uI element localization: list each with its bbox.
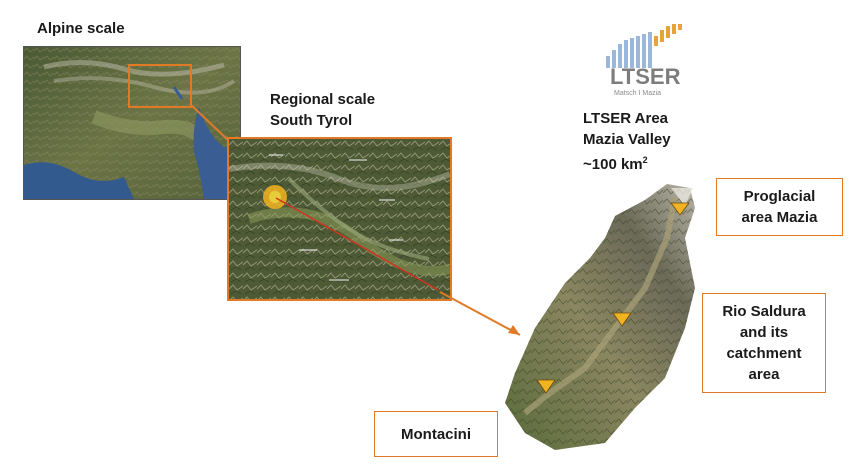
ltser-logo-subtext: Matsch I Mazia xyxy=(614,90,661,97)
alpine-to-regional-connector xyxy=(189,103,229,141)
saldura-marker xyxy=(612,312,632,327)
regional-scale-line2: South Tyrol xyxy=(270,112,353,129)
alpine-focus-box xyxy=(128,64,192,108)
callout-montacini: Montacini xyxy=(374,411,498,457)
ltser-area-line1: LTSER Area xyxy=(583,110,669,127)
saldura-line2: and its xyxy=(739,324,789,341)
regional-to-valley-connector xyxy=(439,291,521,336)
saldura-line3: catchment xyxy=(726,345,802,362)
callout-proglacial-area: Proglacial area Mazia xyxy=(716,178,843,236)
alpine-scale-label: Alpine scale xyxy=(37,20,125,37)
regional-scale-line1: Regional scale xyxy=(270,91,376,108)
mazia-valley-map xyxy=(505,184,695,450)
ltser-area-label: LTSER Area Mazia Valley ~100 km2 xyxy=(583,108,671,175)
ltser-area-value: ~100 km xyxy=(583,156,643,173)
proglacial-line1: Proglacial xyxy=(743,188,816,205)
regional-scale-label: Regional scale South Tyrol xyxy=(270,89,375,131)
ltser-logo-text: LTSER xyxy=(610,64,681,89)
callout-rio-saldura: Rio Saldura and its catchment area xyxy=(702,293,826,393)
montacini-label: Montacini xyxy=(401,425,471,443)
ltser-area-line2: Mazia Valley xyxy=(583,131,671,148)
ltser-logo-graphic: LTSER Matsch I Mazia xyxy=(606,24,682,97)
regional-satellite-map xyxy=(227,137,452,301)
ltser-logo: LTSER Matsch I Mazia xyxy=(600,22,690,102)
proglacial-line2: area Mazia xyxy=(741,209,818,226)
ltser-area-unit-exponent: 2 xyxy=(642,155,648,165)
regional-inner-connector xyxy=(275,197,439,291)
saldura-line4: area xyxy=(748,366,780,383)
proglacial-marker xyxy=(670,202,690,216)
regional-map-image xyxy=(229,139,450,299)
ltser-area-line3: ~100 km2 xyxy=(583,150,671,175)
saldura-line1: Rio Saldura xyxy=(722,303,806,320)
montacini-marker xyxy=(536,379,556,394)
